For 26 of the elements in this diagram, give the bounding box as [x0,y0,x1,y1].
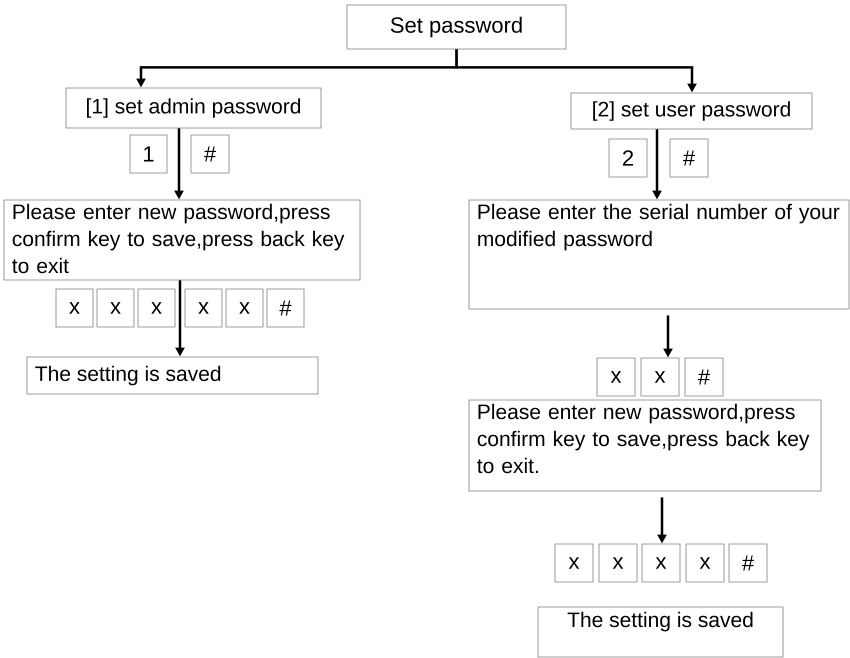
key-box: x [686,544,724,582]
key-box: x [642,544,680,582]
key-box: # [670,138,708,178]
key-box: # [190,134,230,174]
key-box: x [184,288,222,328]
message-box: Please enter the serial number of your modified password [468,200,850,310]
key-box: x [56,288,94,328]
key-box: # [266,288,304,328]
key-box: x [554,544,594,582]
key-box: # [684,358,724,396]
message-box: Please enter new password,press confirm key to save,press back key to exit [4,200,360,280]
key-box: x [596,358,636,396]
step-box: The setting is saved [26,356,318,394]
key-box: 2 [608,138,648,178]
title-box: Set password [346,4,566,50]
step-box: The setting is saved [538,606,784,658]
key-box: x [226,288,264,328]
step-box: [2] set user password [570,92,812,130]
key-box: x [96,288,134,328]
message-box: Please enter new password,press confirm key to save,press back key to exit. [468,400,822,492]
step-box: [1] set admin password [66,88,322,128]
key-box: 1 [130,134,168,174]
key-box: x [640,358,680,396]
key-box: x [598,544,638,582]
key-box: # [728,544,768,582]
key-box: x [138,288,176,328]
